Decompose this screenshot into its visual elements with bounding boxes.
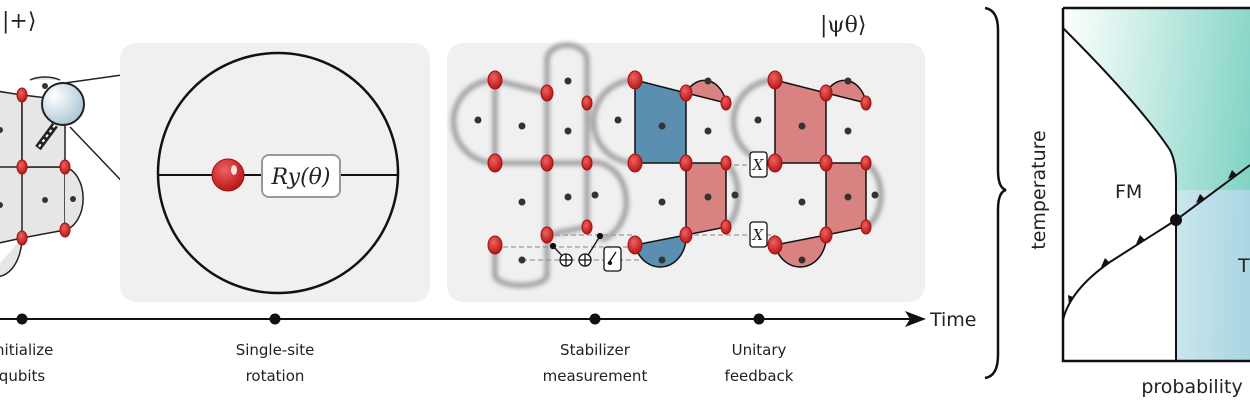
cnot-gates (549, 232, 604, 267)
y-axis-label: temperature (1028, 130, 1050, 249)
x-gate-top-label: X (752, 156, 765, 174)
critical-point (1170, 214, 1182, 226)
magnifier-icon (35, 82, 85, 151)
brace (984, 6, 1007, 380)
step-label: Stabilizer (560, 341, 631, 359)
step-label: measurement (543, 367, 648, 385)
time-axis-label: Time (929, 309, 977, 331)
region-t-label: T (1237, 255, 1250, 277)
x-axis-label: probability (1141, 376, 1242, 398)
arrow-icon (905, 311, 926, 327)
rotation-gate-label: Ry(θ) (270, 165, 330, 190)
flow-arrows (1068, 170, 1237, 305)
x-gate-bottom (749, 221, 768, 248)
ancilla-dots (474, 77, 879, 264)
rg-flow-line (1062, 164, 1250, 321)
step-label: feedback (725, 367, 794, 385)
measurement-panel: X X (447, 42, 925, 302)
measurement-icon (603, 246, 622, 272)
phase-boundary (1062, 27, 1177, 361)
x-gate-bottom-label: X (752, 226, 765, 244)
initial-state-label: |+⟩ (2, 9, 36, 34)
qubits (487, 70, 872, 255)
x-gate-top (749, 151, 768, 178)
timeline: Time Initialize qubits Single-site rotat… (0, 309, 977, 385)
region-fm-label: FM (1115, 181, 1142, 203)
step-label: Single-site (236, 341, 315, 359)
step-label: rotation (246, 367, 305, 385)
step-label: Initialize (0, 341, 53, 359)
rotation-gate (261, 154, 341, 198)
rotation-panel: Ry(θ) (120, 43, 430, 302)
step-label: qubits (0, 367, 45, 385)
qubit (211, 158, 245, 192)
step-label: Unitary (732, 341, 787, 359)
phase-diagram: FM T probability temperature (1028, 6, 1250, 398)
final-state-label: |ψθ⟩ (820, 13, 867, 38)
